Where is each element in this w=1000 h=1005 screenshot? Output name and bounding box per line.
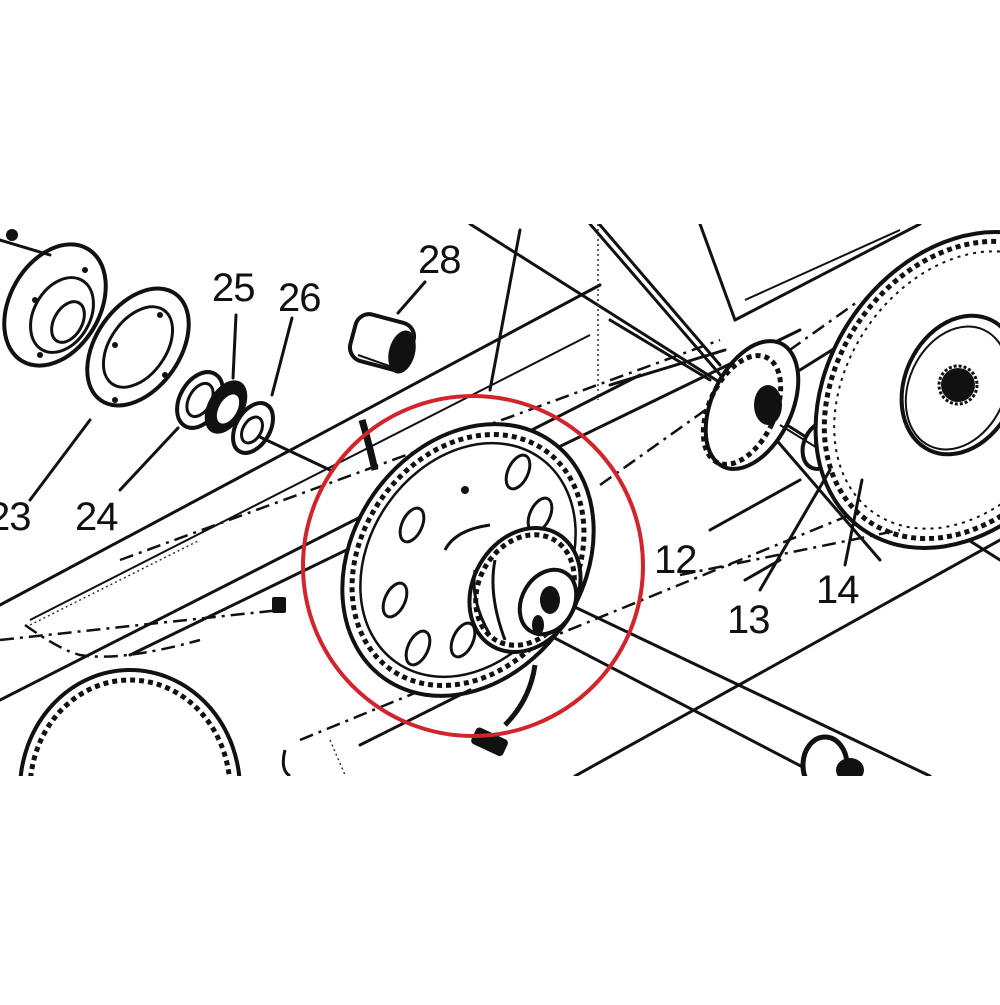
part-small-sprocket <box>467 525 583 655</box>
leader-lines <box>28 280 901 592</box>
part-28-bushing <box>347 312 417 471</box>
part-lower-sprocket <box>18 668 291 776</box>
part-gasket-plate <box>85 286 191 408</box>
callout-25: 25 <box>212 266 255 310</box>
highlight-circle <box>301 394 645 738</box>
callout-13: 13 <box>727 598 770 642</box>
part-drive-sprocket <box>813 230 1000 550</box>
callout-28: 28 <box>418 238 461 282</box>
callout-12: 12 <box>654 538 697 582</box>
callout-14: 14 <box>816 568 859 612</box>
part-23-hub-flange <box>0 229 108 368</box>
part-idler-sprocket <box>598 224 801 471</box>
key-block <box>272 597 286 613</box>
part-bottom-sprocket <box>800 734 864 776</box>
callout-26: 26 <box>278 276 321 320</box>
part-large-sprocket <box>329 228 596 776</box>
part-26-washer <box>231 401 332 472</box>
sprocket-holes <box>381 453 554 667</box>
callout-24: 24 <box>75 495 118 539</box>
callout-23: 23 <box>0 495 31 539</box>
